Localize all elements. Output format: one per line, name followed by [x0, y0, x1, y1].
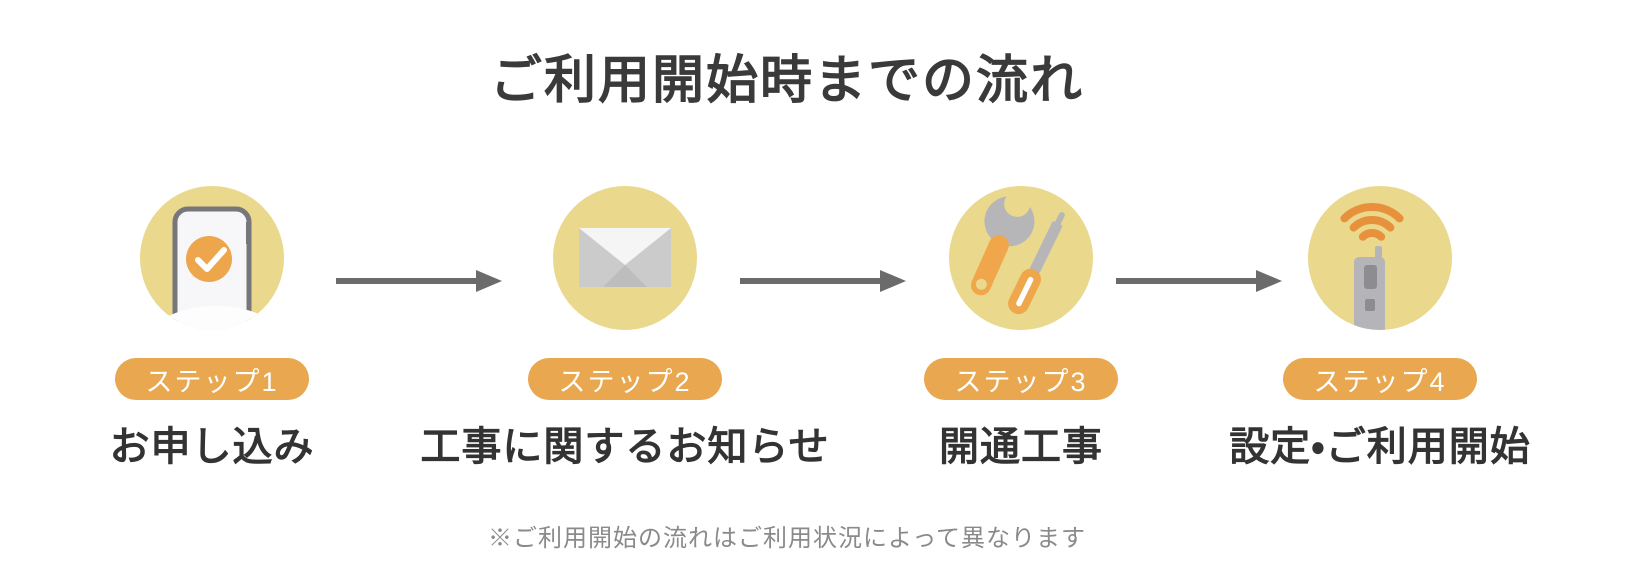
- step-4: ステップ4 設定・ご利用開始: [1170, 186, 1590, 472]
- step-2-badge: ステップ2: [528, 358, 722, 400]
- step-1-badge: ステップ1: [115, 358, 309, 400]
- step-3: ステップ3 開通工事: [811, 186, 1231, 472]
- step-1-label: お申し込み: [109, 425, 315, 469]
- disclaimer-note: ※ご利用開始の流れはご利用状況によって異なります: [487, 525, 1087, 552]
- step-4-badge: ステップ4: [1283, 358, 1477, 400]
- router-wifi-icon: [1308, 186, 1452, 330]
- envelope-icon: [553, 186, 697, 330]
- step-4-label: 設定・ご利用開始: [1229, 425, 1531, 469]
- arrow-icon: [336, 270, 502, 292]
- arrow-icon: [1116, 270, 1282, 292]
- step-1: ステップ1 お申し込み: [2, 186, 422, 472]
- step-2: ステップ2 工事に関するお知らせ: [415, 186, 835, 472]
- page-title: ご利用開始時までの流れ: [489, 52, 1084, 110]
- step-3-badge: ステップ3: [924, 358, 1118, 400]
- arrow-icon: [740, 270, 906, 292]
- smartphone-check-icon: [140, 186, 284, 330]
- step-3-label: 開通工事: [939, 425, 1103, 469]
- wrench-screwdriver-icon: [949, 186, 1093, 330]
- step-2-label: 工事に関するお知らせ: [420, 425, 830, 469]
